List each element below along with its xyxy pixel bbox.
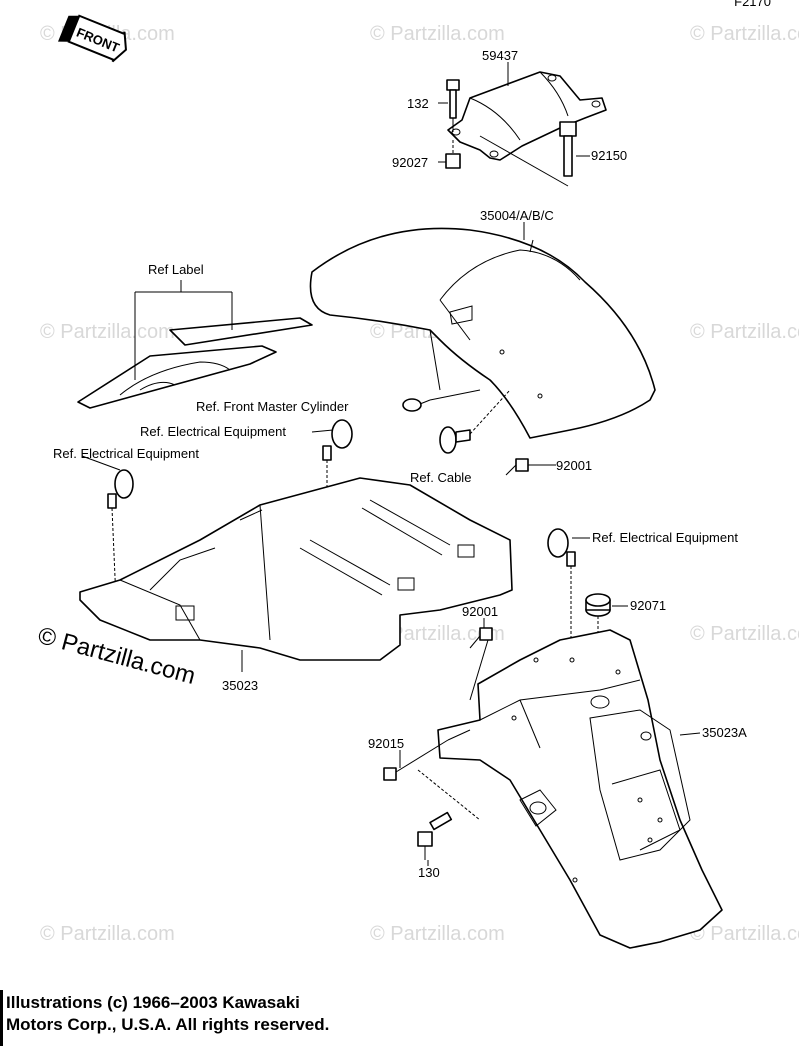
label-35004: 35004/A/B/C (480, 208, 554, 223)
label-35023A: 35023A (702, 725, 747, 740)
clamp-front-master (402, 389, 481, 412)
leader-lines (81, 62, 628, 866)
label-92071: 92071 (630, 598, 666, 613)
label-ref-cable: Ref. Cable (410, 470, 471, 485)
clamp-electrical-3 (547, 528, 576, 640)
nut-92027 (445, 140, 461, 169)
label-130: 130 (418, 865, 440, 880)
copyright-line-1: Illustrations (c) 1966–2003 Kawasaki (6, 993, 300, 1012)
label-132: 132 (407, 96, 429, 111)
watermark: © Partzilla.com (690, 23, 799, 45)
watermark: © Partzilla.com (690, 321, 799, 343)
bolt-132 (446, 79, 460, 132)
copyright-line-2: Motors Corp., U.S.A. All rights reserved… (6, 1015, 330, 1034)
rear-fender-tray-35023 (79, 477, 513, 672)
watermark: © Partzilla.com (370, 923, 505, 945)
part-labels: 59437 132 92027 92150 35004/A/B/C Ref La… (53, 48, 747, 880)
screw-92001-upper (505, 458, 556, 476)
label-ref-electrical-equipment-2: Ref. Electrical Equipment (53, 446, 199, 461)
label-ref-electrical-equipment-3: Ref. Electrical Equipment (592, 530, 738, 545)
front-fender-35004 (309, 227, 656, 439)
bolt-92015 (383, 729, 471, 781)
label-92001-lower: 92001 (462, 604, 498, 619)
label-ref-electrical-equipment-1: Ref. Electrical Equipment (140, 424, 286, 439)
label-ref-label: Ref Label (148, 262, 204, 277)
bracket-59437 (447, 71, 607, 161)
rear-fender-35023A (437, 629, 723, 949)
figure-code: F2170 (734, 0, 771, 9)
bolt-92150 (479, 121, 577, 187)
clamp-electrical-1 (322, 419, 353, 500)
label-35023: 35023 (222, 678, 258, 693)
label-92015: 92015 (368, 736, 404, 751)
label-ref-front-master-cylinder: Ref. Front Master Cylinder (196, 399, 349, 414)
watermark: © Partzilla.com (40, 923, 175, 945)
label-92150: 92150 (591, 148, 627, 163)
front-arrow-badge: FRONT (58, 14, 127, 63)
copyright-notice: Illustrations (c) 1966–2003 Kawasaki Mot… (6, 992, 426, 1036)
watermark: © Partzilla.com (40, 321, 175, 343)
watermark-layer: © Partzilla.com © Partzilla.com © Partzi… (40, 23, 799, 945)
watermark: © Partzilla.com (370, 23, 505, 45)
label-59437: 59437 (482, 48, 518, 63)
ref-label-decals (77, 280, 313, 409)
screw-92001-lower (469, 627, 493, 701)
label-92001-upper: 92001 (556, 458, 592, 473)
clamp-electrical-2 (107, 469, 134, 601)
label-92027: 92027 (392, 155, 428, 170)
watermark: © Partzilla.com (370, 623, 505, 645)
clamp-cable (439, 389, 511, 454)
watermark: © Partzilla.com (690, 923, 799, 945)
copyright-bar (0, 990, 3, 1046)
watermark: © Partzilla.com (690, 623, 799, 645)
bolt-130 (417, 769, 481, 860)
